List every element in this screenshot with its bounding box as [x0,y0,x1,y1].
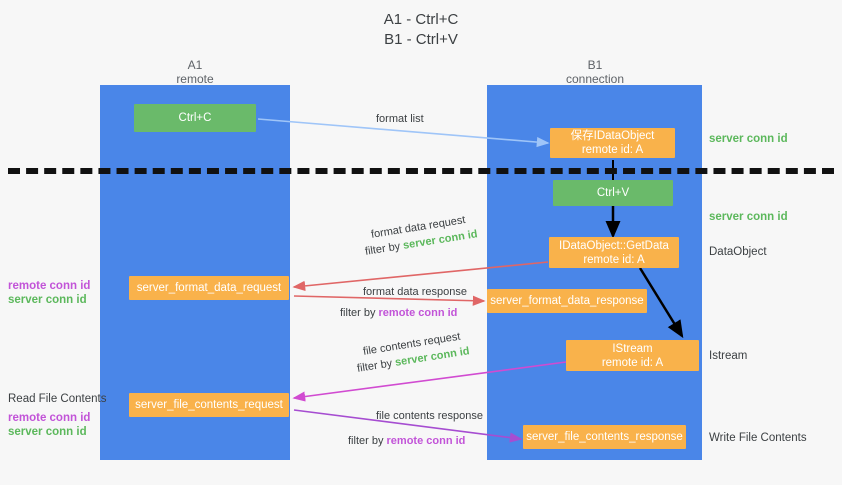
node-istream-sub: remote id: A [601,356,664,369]
node-ctrl-v[interactable]: Ctrl+V [553,180,673,206]
node-idataobject-getdata[interactable]: IDataObject::GetData remote id: A [549,237,679,268]
edge-filter-file-contents-response: filter by remote conn id [348,434,465,448]
side-label-dataobject: DataObject [709,246,767,258]
node-server-format-data-response[interactable]: server_format_data_response [487,289,647,313]
side-label-read-file-contents: Read File Contents [8,393,107,405]
node-idataobject-getdata-label: IDataObject::GetData [559,239,669,252]
side-label-write-file-contents: Write File Contents [709,432,807,444]
node-server-format-data-request-label: server_format_data_request [136,282,282,294]
filter-by-text-3: filter by [356,357,394,375]
edge-label-format-list: format list [376,113,424,125]
node-server-format-data-request[interactable]: server_format_data_request [129,276,289,300]
lane-a1-title: A1 [187,58,203,72]
remote-conn-id-text-2: remote conn id [386,435,466,447]
node-server-file-contents-request[interactable]: server_file_contents_request [129,393,289,417]
node-istream[interactable]: IStream remote id: A [566,340,699,371]
side-label-server-conn-id-top: server conn id [709,133,788,145]
edge-label-file-contents-response: file contents response [376,410,484,422]
node-server-file-contents-response-label: server_file_contents_response [526,431,683,443]
node-ctrl-c[interactable]: Ctrl+C [134,104,256,132]
side-label-server-conn-id-mid: server conn id [709,211,788,223]
node-istream-label: IStream [612,342,653,355]
page-title: A1 - Ctrl+C B1 - Ctrl+V [0,10,842,50]
phase-divider [8,168,834,174]
node-save-idataobject-label: 保存IDataObject [570,130,655,142]
node-ctrl-c-label: Ctrl+C [178,112,212,124]
node-server-file-contents-response[interactable]: server_file_contents_response [523,425,686,449]
side-label-remote-conn-id-1: remote conn id [8,280,91,292]
lane-header-b1: B1 connection [520,58,670,86]
node-server-format-data-response-label: server_format_data_response [490,295,644,307]
lane-b1-subtitle: connection [565,72,625,86]
filter-by-text-2: filter by [340,307,376,319]
title-line-1: A1 - Ctrl+C [383,11,459,28]
node-save-idataobject-sub: remote id: A [581,144,644,156]
side-label-istream: Istream [709,350,748,362]
filter-by-text-1: filter by [364,240,402,258]
side-label-server-conn-id-1: server conn id [8,294,87,306]
node-ctrl-v-label: Ctrl+V [596,187,630,199]
node-server-file-contents-request-label: server_file_contents_request [135,399,283,411]
edge-filter-format-data-response: filter by remote conn id [340,306,457,320]
lane-b1-title: B1 [587,58,603,72]
node-save-idataobject[interactable]: 保存IDataObject remote id: A [550,128,675,158]
lane-header-a1: A1 remote [120,58,270,86]
edge-label-format-data-response: format data response [363,286,467,298]
node-idataobject-getdata-sub: remote id: A [583,253,645,266]
filter-by-text-4: filter by [348,435,384,447]
side-label-server-conn-id-2: server conn id [8,426,87,438]
side-label-remote-conn-id-2: remote conn id [8,412,91,424]
lane-a1-subtitle: remote [176,72,214,86]
remote-conn-id-text-1: remote conn id [378,307,458,319]
title-line-2: B1 - Ctrl+V [384,31,458,48]
